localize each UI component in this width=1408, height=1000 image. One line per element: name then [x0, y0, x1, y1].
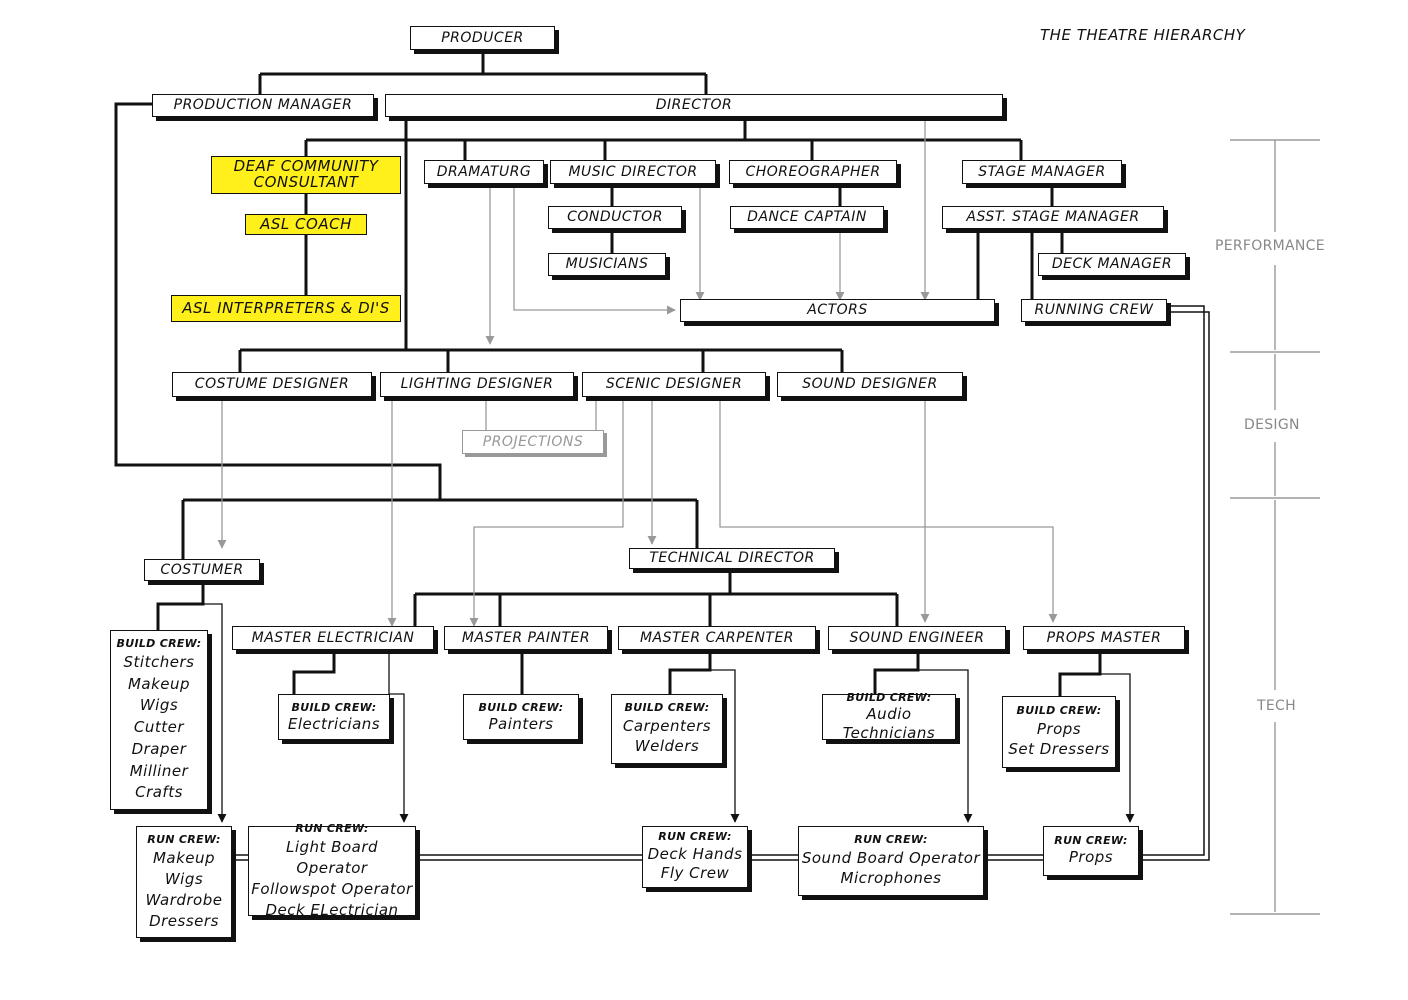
crew-item: Milliner — [129, 761, 189, 780]
run-crew-costume[interactable]: RUN CREW: Makeup Wigs Wardrobe Dressers — [136, 826, 232, 938]
node-master-electrician[interactable]: MASTER ELECTRICIAN — [232, 626, 434, 650]
crew-item: Stitchers — [123, 652, 195, 671]
node-asl-coach[interactable]: ASL COACH — [245, 214, 367, 235]
node-master-painter[interactable]: MASTER PAINTER — [444, 626, 608, 650]
node-master-carpenter[interactable]: MASTER CARPENTER — [618, 626, 816, 650]
crew-item: Dressers — [149, 911, 219, 930]
node-sound-engineer[interactable]: SOUND ENGINEER — [828, 626, 1006, 650]
run-crew-rails — [234, 305, 1210, 861]
crew-item: Crafts — [135, 783, 183, 802]
crew-item: Microphones — [840, 869, 942, 888]
run-crew-heading: RUN CREW: — [295, 822, 369, 836]
build-crew-heading: BUILD CREW: — [478, 700, 564, 714]
design-influence-arrows — [217, 117, 1058, 627]
crew-item: Sound Board Operator — [801, 849, 981, 868]
run-crew-deck[interactable]: RUN CREW: Deck Hands Fly Crew — [642, 826, 748, 888]
crew-item: Cutter — [133, 718, 185, 737]
crew-item: Painters — [488, 714, 554, 733]
node-music-director[interactable]: MUSIC DIRECTOR — [550, 160, 716, 184]
node-costume-designer[interactable]: COSTUME DESIGNER — [172, 372, 372, 397]
node-running-crew[interactable]: RUNNING CREW — [1021, 299, 1167, 322]
node-director[interactable]: DIRECTOR — [385, 94, 1003, 117]
node-technical-director[interactable]: TECHNICAL DIRECTOR — [629, 548, 835, 569]
crew-item: Light Board Operator — [285, 837, 379, 877]
crew-item: Audio Technicians — [842, 705, 936, 742]
crew-item: Set Dressers — [1008, 740, 1110, 759]
run-crew-heading: RUN CREW: — [854, 833, 928, 847]
crew-item: Makeup — [127, 674, 191, 693]
node-deaf-community-consultant[interactable]: DEAF COMMUNITY CONSULTANT — [211, 156, 401, 194]
crew-item: Props — [1068, 848, 1114, 867]
crew-item: Fly Crew — [660, 864, 730, 883]
crew-item: Wigs — [139, 696, 179, 715]
build-crew-heading: BUILD CREW: — [291, 700, 377, 714]
crew-item: Makeup — [152, 848, 216, 867]
node-choreographer[interactable]: CHOREOGRAPHER — [729, 160, 897, 184]
build-crew-carpenter[interactable]: BUILD CREW: Carpenters Welders — [611, 694, 723, 764]
run-crew-heading: RUN CREW: — [658, 830, 732, 844]
band-tech: TECH — [1257, 698, 1296, 714]
crew-item: Deck Hands — [647, 844, 743, 863]
run-crew-heading: RUN CREW: — [147, 833, 221, 847]
run-crew-heading: RUN CREW: — [1054, 834, 1128, 848]
node-actors[interactable]: ACTORS — [680, 299, 995, 322]
run-crew-arrows — [203, 603, 1135, 823]
crew-item: Props — [1036, 720, 1082, 739]
node-stage-manager[interactable]: STAGE MANAGER — [962, 160, 1122, 184]
node-dance-captain[interactable]: DANCE CAPTAIN — [730, 206, 884, 229]
node-props-master[interactable]: PROPS MASTER — [1023, 626, 1185, 650]
node-producer[interactable]: PRODUCER — [410, 26, 555, 50]
build-crew-props[interactable]: BUILD CREW: Props Set Dressers — [1002, 696, 1116, 768]
section-bracket — [1230, 139, 1320, 915]
build-crew-heading: BUILD CREW: — [1016, 704, 1102, 718]
build-crew-audio[interactable]: BUILD CREW: Audio Technicians — [822, 691, 956, 742]
band-design: DESIGN — [1244, 417, 1300, 433]
crew-item: Followspot Operator — [251, 879, 413, 898]
crew-item: Carpenters — [622, 717, 712, 736]
crew-item: Deck ELectrician — [265, 900, 399, 919]
node-lighting-designer[interactable]: LIGHTING DESIGNER — [380, 372, 574, 397]
run-crew-sound[interactable]: RUN CREW: Sound Board Operator Microphon… — [798, 826, 984, 896]
node-sound-designer[interactable]: SOUND DESIGNER — [777, 372, 963, 397]
run-crew-props[interactable]: RUN CREW: Props — [1043, 826, 1139, 876]
node-asl-interpreters[interactable]: ASL INTERPRETERS & DI'S — [171, 295, 401, 322]
node-deck-manager[interactable]: DECK MANAGER — [1038, 253, 1186, 276]
build-crew-costume[interactable]: BUILD CREW: Stitchers Makeup Wigs Cutter… — [110, 630, 208, 810]
build-crew-paint[interactable]: BUILD CREW: Painters — [463, 694, 579, 740]
crew-item: Draper — [131, 739, 187, 758]
node-conductor[interactable]: CONDUCTOR — [548, 206, 682, 229]
build-crew-heading: BUILD CREW: — [846, 691, 932, 705]
band-performance: PERFORMANCE — [1215, 238, 1325, 254]
node-musicians[interactable]: MUSICIANS — [548, 253, 666, 276]
crew-item: Electricians — [287, 714, 381, 733]
node-scenic-designer[interactable]: SCENIC DESIGNER — [582, 372, 766, 397]
crew-item: Wigs — [164, 869, 204, 888]
node-projections[interactable]: PROJECTIONS — [462, 430, 604, 454]
crew-item: Wardrobe — [145, 890, 223, 909]
build-crew-heading: BUILD CREW: — [624, 701, 710, 715]
node-production-manager[interactable]: PRODUCTION MANAGER — [152, 94, 374, 117]
crew-item: Welders — [634, 737, 700, 756]
reporting-lines — [114, 50, 1102, 696]
run-crew-lighting[interactable]: RUN CREW: Light Board Operator Followspo… — [248, 822, 416, 919]
node-asst-stage-manager[interactable]: ASST. STAGE MANAGER — [942, 206, 1164, 229]
build-crew-electric[interactable]: BUILD CREW: Electricians — [278, 694, 390, 740]
node-dramaturg[interactable]: DRAMATURG — [424, 160, 544, 184]
chart-title: THE THEATRE HIERARCHY — [1040, 26, 1246, 44]
build-crew-heading: BUILD CREW: — [116, 636, 202, 650]
node-costumer[interactable]: COSTUMER — [144, 559, 260, 581]
